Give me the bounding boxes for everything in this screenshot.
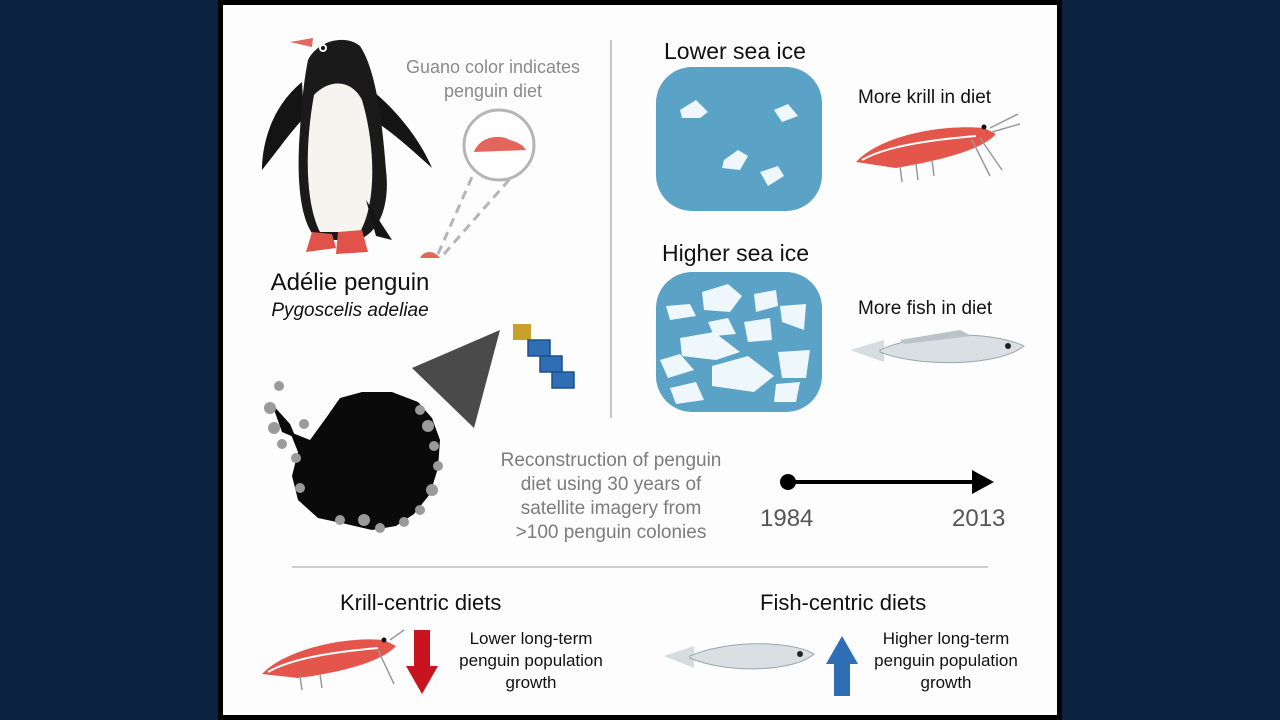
fish-icon — [664, 643, 815, 670]
arrow-down-icon — [406, 630, 438, 694]
species-latin-name: Pygoscelis adeliae — [271, 300, 429, 321]
fish-icon — [850, 330, 1025, 364]
fish-diet-effect: Higher long-term penguin population grow… — [874, 629, 1018, 692]
arrow-up-icon — [826, 636, 858, 696]
satellite-beam — [412, 330, 500, 428]
more-fish-label: More fish in diet — [858, 298, 993, 319]
timeline-start-year: 1984 — [760, 505, 814, 532]
higher-sea-ice-heading: Higher sea ice — [662, 240, 810, 266]
sea-ice-icon — [656, 67, 822, 211]
antarctica-map-icon — [264, 381, 443, 533]
penguin-colony-dots — [264, 381, 443, 533]
reconstruction-note: Reconstruction of penguin diet using 30 … — [500, 450, 722, 543]
fish-diet-title: Fish-centric diets — [760, 590, 927, 615]
sea-ice-icon — [656, 272, 822, 412]
guano-magnifier-icon — [420, 108, 536, 258]
species-common-name: Adélie penguin — [270, 269, 430, 296]
krill-diet-effect: Lower long-term penguin population growt… — [459, 629, 603, 692]
timeline — [780, 470, 994, 494]
penguin-icon — [262, 38, 432, 254]
krill-icon — [262, 629, 405, 691]
satellite-icon — [513, 324, 575, 389]
krill-icon — [856, 113, 1021, 183]
timeline-end-year: 2013 — [952, 505, 1006, 532]
lower-sea-ice-heading: Lower sea ice — [664, 38, 806, 64]
species-label: Adélie penguin Pygoscelis adeliae — [250, 268, 450, 324]
more-krill-label: More krill in diet — [858, 87, 992, 108]
krill-diet-title: Krill-centric diets — [340, 590, 502, 615]
guano-note: Guano color indicates penguin diet — [405, 57, 581, 101]
